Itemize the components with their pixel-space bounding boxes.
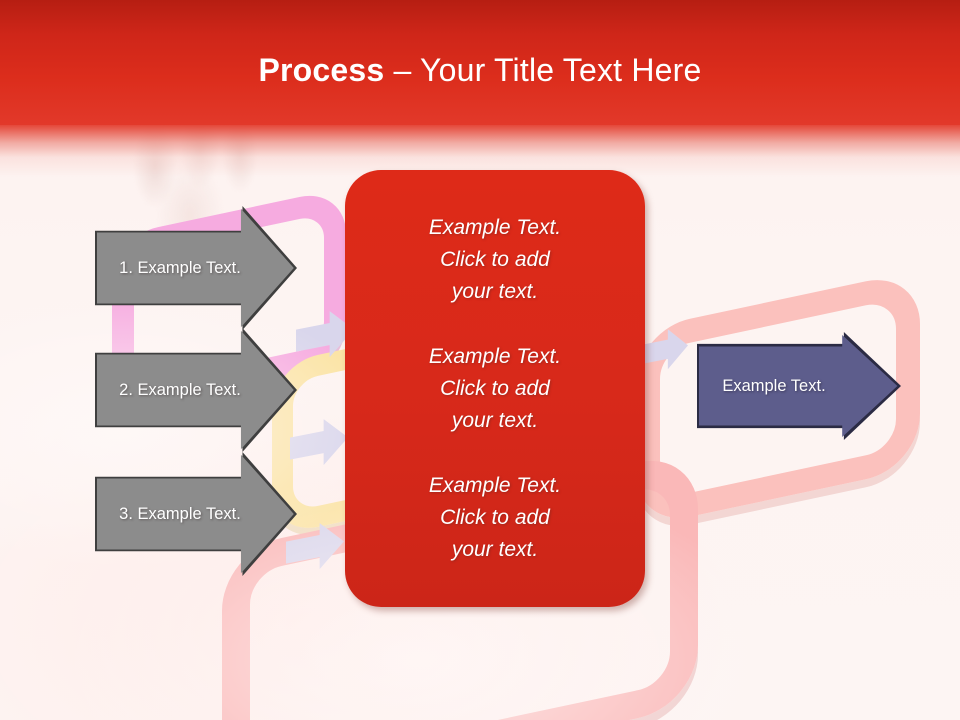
step-arrow-3-label: 3. Example Text.: [119, 505, 241, 523]
page-title: Process – Your Title Text Here: [0, 50, 960, 90]
header-band: [0, 0, 960, 125]
center-content-panel[interactable]: Example Text. Click to add your text. Ex…: [345, 170, 645, 607]
center-panel-text-3[interactable]: Example Text. Click to add your text.: [428, 473, 562, 561]
page-title-rest: – Your Title Text Here: [384, 52, 702, 88]
center-panel-text-1[interactable]: Example Text. Click to add your text.: [428, 215, 562, 303]
step-arrow-1[interactable]: 1. Example Text.: [95, 206, 297, 330]
result-arrow-label: Example Text.: [722, 377, 826, 395]
step-arrow-1-label: 1. Example Text.: [119, 259, 241, 277]
page-title-bold: Process: [258, 52, 385, 88]
step-arrow-2-label: 2. Example Text.: [119, 381, 241, 399]
step-arrow-3[interactable]: 3. Example Text.: [95, 452, 297, 576]
result-arrow[interactable]: Example Text.: [697, 332, 901, 440]
step-arrow-2[interactable]: 2. Example Text.: [95, 328, 297, 452]
center-panel-text-2[interactable]: Example Text. Click to add your text.: [428, 344, 562, 432]
